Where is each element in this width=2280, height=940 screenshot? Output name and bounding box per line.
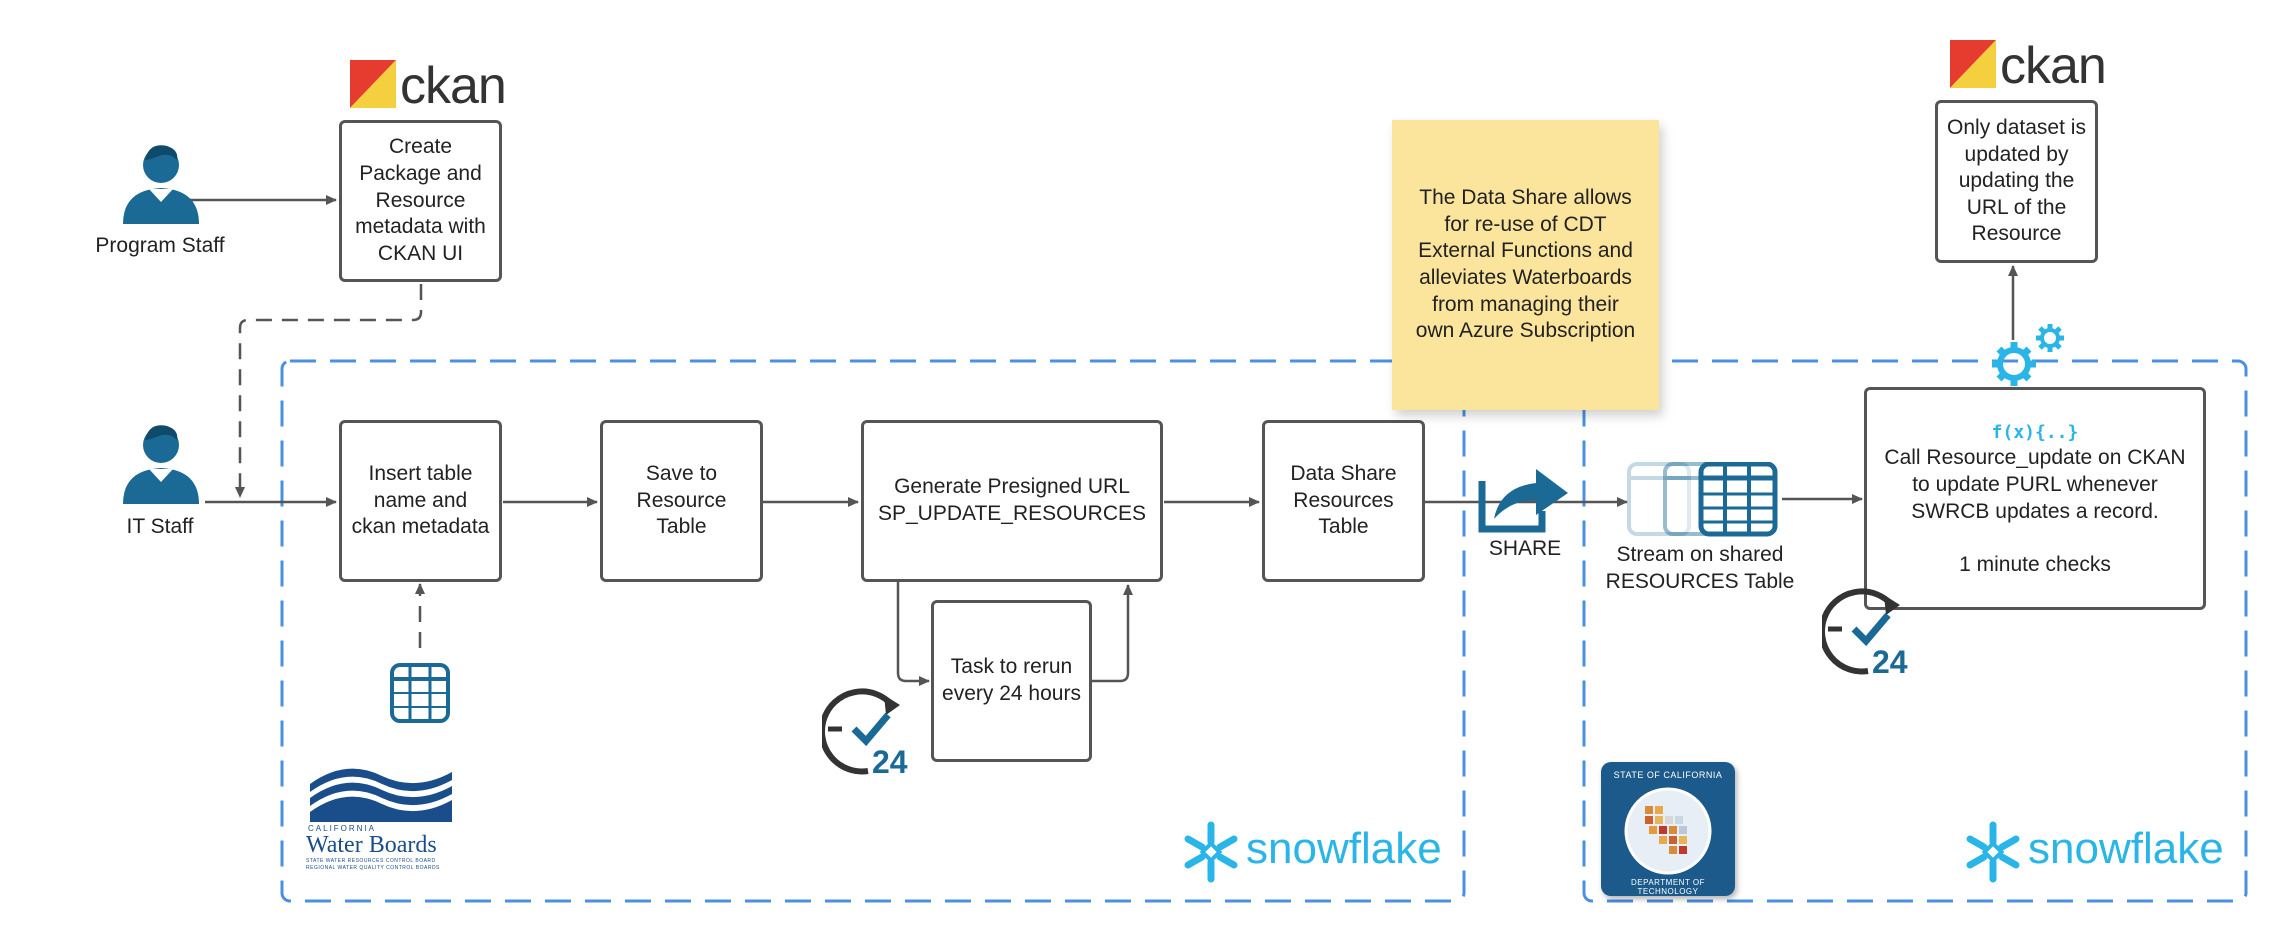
program-staff-person-icon [123, 145, 199, 224]
snowflake-wordmark-right: snowflake [2028, 824, 2224, 873]
water-boards-line2: REGIONAL WATER QUALITY CONTROL BOARDS [306, 865, 440, 871]
ckan-wordmark-left: ckan [400, 57, 507, 115]
it-staff-person-icon [123, 425, 199, 504]
water-boards-waves-icon [310, 768, 452, 822]
clock-24-number: 24 [872, 744, 908, 777]
left-snowflake-region [280, 359, 1466, 903]
cdt-top-text: STATE OF CALIFORNIA [1613, 770, 1723, 780]
cdt-seal-icon [1624, 787, 1712, 875]
arrow-generate-to-task [896, 582, 930, 686]
ckan-wordmark-right: ckan [2000, 37, 2107, 95]
stream-label: Stream on shared RESOURCES Table [1605, 543, 1795, 593]
water-boards-small: CALIFORNIA [308, 824, 377, 833]
ckan-logo-left: ckan [350, 60, 507, 112]
cdt-bottom-text: DEPARTMENT OF TECHNOLOGY [1630, 878, 1706, 896]
call-resource-update-box: f(x){..} Call Resource_update on CKAN to… [1864, 387, 2206, 610]
snowflake-wordmark-left: snowflake [1246, 824, 1442, 873]
ckan-logo-icon [1950, 40, 1996, 88]
create-package-box: Create Package and Resource metadata wit… [339, 120, 502, 282]
arrow-task-to-generate [1090, 584, 1133, 683]
function-fx-label: f(x){..} [1991, 422, 2079, 444]
data-share-resources-box: Data Share Resources Table [1262, 420, 1425, 582]
share-label: SHARE [1488, 537, 1562, 560]
share-icon [1478, 469, 1568, 533]
dashed-create-to-it-line [235, 284, 423, 498]
save-resource-table-box: Save to Resource Table [600, 420, 763, 582]
only-dataset-updated-box: Only dataset is updated by updating the … [1935, 100, 2098, 263]
snowflake-logo-left: snowflake [1180, 821, 1442, 883]
snowflake-logo-right: snowflake [1962, 821, 2224, 883]
generate-presigned-url-box: Generate Presigned URL SP_UPDATE_RESOURC… [861, 420, 1163, 582]
it-staff-label: IT Staff [126, 515, 194, 538]
water-boards-name: Water Boards [306, 832, 437, 858]
water-boards-line1: STATE WATER RESOURCES CONTROL BOARD [306, 858, 436, 864]
snowflake-icon [1184, 821, 1238, 883]
clock-24-number-right: 24 [1872, 644, 1908, 677]
ckan-logo-right: ckan [1950, 40, 2107, 92]
call-resource-update-text: Call Resource_update on CKAN to update P… [1884, 446, 2186, 576]
stream-table-icon [1627, 462, 1778, 537]
snowflake-icon [1966, 821, 2020, 883]
data-share-sticky-note: The Data Share allows for re-use of CDT … [1392, 120, 1659, 410]
insert-table-box: Insert table name and ckan metadata [339, 420, 502, 582]
right-snowflake-region [1582, 359, 2248, 903]
table-icon [390, 663, 450, 723]
gear-icon [1992, 324, 2064, 386]
program-staff-label: Program Staff [95, 234, 225, 257]
water-boards-logo: CALIFORNIA Water Boards STATE WATER RESO… [306, 762, 456, 872]
clock-24-icon: 24 [822, 688, 908, 777]
task-rerun-box: Task to rerun every 24 hours [931, 600, 1092, 762]
clock-24-icon: 24 [1822, 588, 1908, 677]
cdt-logo: STATE OF CALIFORNIA DEPARTMENT OF TECHNO… [1601, 762, 1735, 896]
ckan-logo-icon [350, 60, 396, 108]
